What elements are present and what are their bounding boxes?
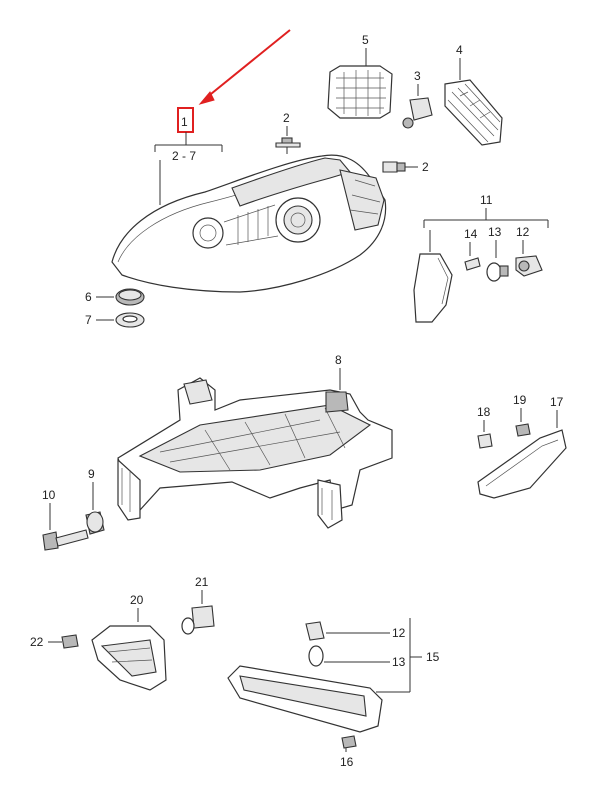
bulb-14[interactable] — [464, 242, 481, 271]
socket-12-lower[interactable] — [305, 621, 390, 641]
socket-12[interactable] — [515, 240, 543, 277]
callout-12-lower[interactable]: 12 — [392, 626, 406, 640]
carrier-frame-8[interactable] — [117, 368, 393, 529]
callout-15[interactable]: 15 — [426, 650, 440, 664]
screw-2-left[interactable] — [275, 126, 301, 154]
screw-22[interactable] — [48, 634, 79, 649]
callout-10[interactable]: 10 — [42, 488, 56, 502]
grille-4[interactable] — [444, 58, 503, 146]
callout-14[interactable]: 14 — [464, 227, 478, 241]
callout-13-top[interactable]: 13 — [488, 225, 502, 239]
callout-20[interactable]: 20 — [130, 593, 144, 607]
callout-9[interactable]: 9 — [88, 467, 95, 481]
daytime-light-15[interactable] — [227, 665, 383, 733]
bracket-15 — [376, 618, 422, 693]
callout-2-7[interactable]: 2 - 7 — [172, 149, 196, 163]
bolt-10[interactable] — [42, 503, 89, 551]
callout-17[interactable]: 17 — [550, 395, 564, 409]
callout-11[interactable]: 11 — [480, 193, 493, 207]
bulb-18[interactable] — [477, 420, 493, 449]
callout-22[interactable]: 22 — [30, 635, 44, 649]
callout-2-left[interactable]: 2 — [283, 111, 290, 125]
callout-2-right[interactable]: 2 — [422, 160, 429, 174]
highlight-arrow — [198, 29, 291, 105]
turn-signal-lens[interactable] — [413, 230, 453, 323]
side-marker-17[interactable] — [477, 410, 567, 499]
callout-5[interactable]: 5 — [362, 33, 369, 47]
grommet-9[interactable] — [85, 482, 105, 535]
callout-3[interactable]: 3 — [414, 69, 421, 83]
callout-7[interactable]: 7 — [85, 313, 92, 327]
callout-16[interactable]: 16 — [340, 755, 354, 769]
callout-18[interactable]: 18 — [477, 405, 491, 419]
seal-7[interactable] — [96, 312, 145, 328]
callout-13-lower[interactable]: 13 — [392, 655, 406, 669]
screw-19[interactable] — [515, 408, 531, 437]
bulb-21[interactable] — [181, 590, 215, 635]
bulb-13-lower[interactable] — [308, 645, 390, 667]
callout-8[interactable]: 8 — [335, 353, 342, 367]
bracket-1 — [154, 132, 223, 205]
screw-2-right[interactable] — [382, 161, 418, 173]
headlamp-assembly[interactable] — [111, 154, 387, 293]
callout-12-top[interactable]: 12 — [516, 225, 530, 239]
callout-19[interactable]: 19 — [513, 393, 527, 407]
callout-6[interactable]: 6 — [85, 290, 92, 304]
screw-16[interactable] — [341, 735, 357, 752]
bulb-socket-3[interactable] — [402, 84, 433, 129]
callout-1[interactable]: 1 — [181, 115, 188, 129]
cap-6[interactable] — [96, 288, 145, 306]
bracket-11 — [423, 208, 549, 228]
cover-5[interactable] — [327, 48, 393, 119]
callout-21[interactable]: 21 — [195, 575, 209, 589]
callout-4[interactable]: 4 — [456, 43, 463, 57]
fog-lamp-20[interactable] — [91, 608, 167, 691]
bulb-13[interactable] — [486, 240, 509, 282]
